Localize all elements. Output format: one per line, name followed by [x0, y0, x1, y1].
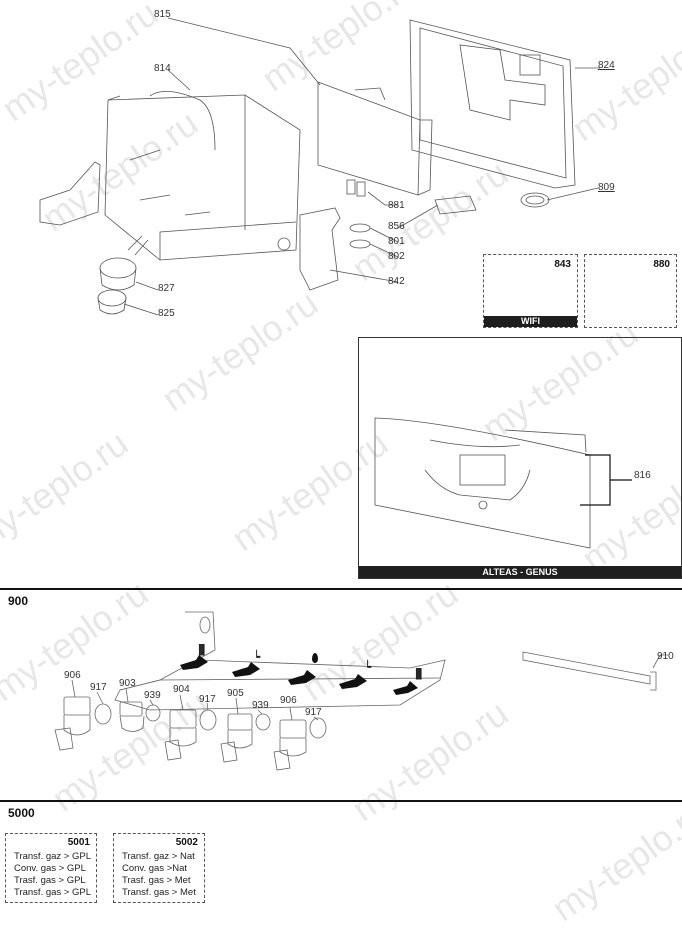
callout-905: 905	[227, 688, 244, 699]
section-divider	[0, 588, 682, 590]
radiator-icon: ||||	[198, 642, 206, 656]
callout-904: 904	[173, 684, 190, 695]
kit-number: 5001	[67, 837, 90, 848]
section-title-5000: 5000	[8, 806, 35, 820]
callout-917: 917	[90, 682, 107, 693]
callout-917: 917	[199, 694, 216, 705]
kit-box-5001: 5001 Transf. gaz > GPL Conv. gas > GPL T…	[5, 833, 97, 903]
option-number: 843	[554, 259, 571, 270]
alteas-genus-banner: ALTEAS - GENUS	[359, 566, 681, 578]
kit-number: 5002	[175, 837, 198, 848]
callout-939: 939	[252, 700, 269, 711]
kit-line: Trasf. gas > Met	[122, 875, 191, 886]
callout-906: 906	[64, 670, 81, 681]
callout-906: 906	[280, 695, 297, 706]
control-panel-box: ALTEAS - GENUS	[358, 337, 682, 579]
callout-814: 814	[154, 63, 171, 74]
callout-825: 825	[158, 308, 175, 319]
kit-line: Transf. gas > GPL	[14, 887, 92, 898]
kit-line: Transf. gas > Met	[122, 887, 196, 898]
callout-824: 824	[598, 60, 615, 71]
callout-802: 802	[388, 251, 405, 262]
callout-827: 827	[158, 283, 175, 294]
option-box-843: 843 WIFI	[483, 254, 578, 328]
callout-856: 856	[388, 221, 405, 232]
callout-939: 939	[144, 690, 161, 701]
kit-box-5002: 5002 Transf. gaz > Nat Conv. gas >Nat Tr…	[113, 833, 205, 903]
section-title-900: 900	[8, 594, 29, 608]
callout-917: 917	[305, 707, 322, 718]
callout-881: 881	[388, 200, 405, 211]
kit-line: Transf. gaz > Nat	[122, 851, 195, 862]
kit-line: Conv. gas >Nat	[122, 863, 188, 874]
wifi-banner: WIFI	[484, 316, 577, 327]
kit-line: Transf. gaz > GPL	[14, 851, 92, 862]
kit-line: Trasf. gas > GPL	[14, 875, 86, 886]
kit-line: Conv. gas > GPL	[14, 863, 86, 874]
callout-910: 910	[657, 651, 674, 662]
callout-809: 809	[598, 182, 615, 193]
tap-icon: ┕	[364, 660, 372, 674]
option-box-880: 880	[584, 254, 677, 328]
callout-816: 816	[634, 470, 651, 481]
option-number: 880	[653, 259, 670, 270]
gas-flame-icon	[312, 653, 318, 663]
section-divider	[0, 800, 682, 802]
callout-801: 801	[388, 236, 405, 247]
callout-815: 815	[154, 9, 171, 20]
tap-icon: ┕	[253, 650, 261, 664]
callout-842: 842	[388, 276, 405, 287]
radiator-icon: ||||	[415, 666, 423, 680]
callout-903: 903	[119, 678, 136, 689]
